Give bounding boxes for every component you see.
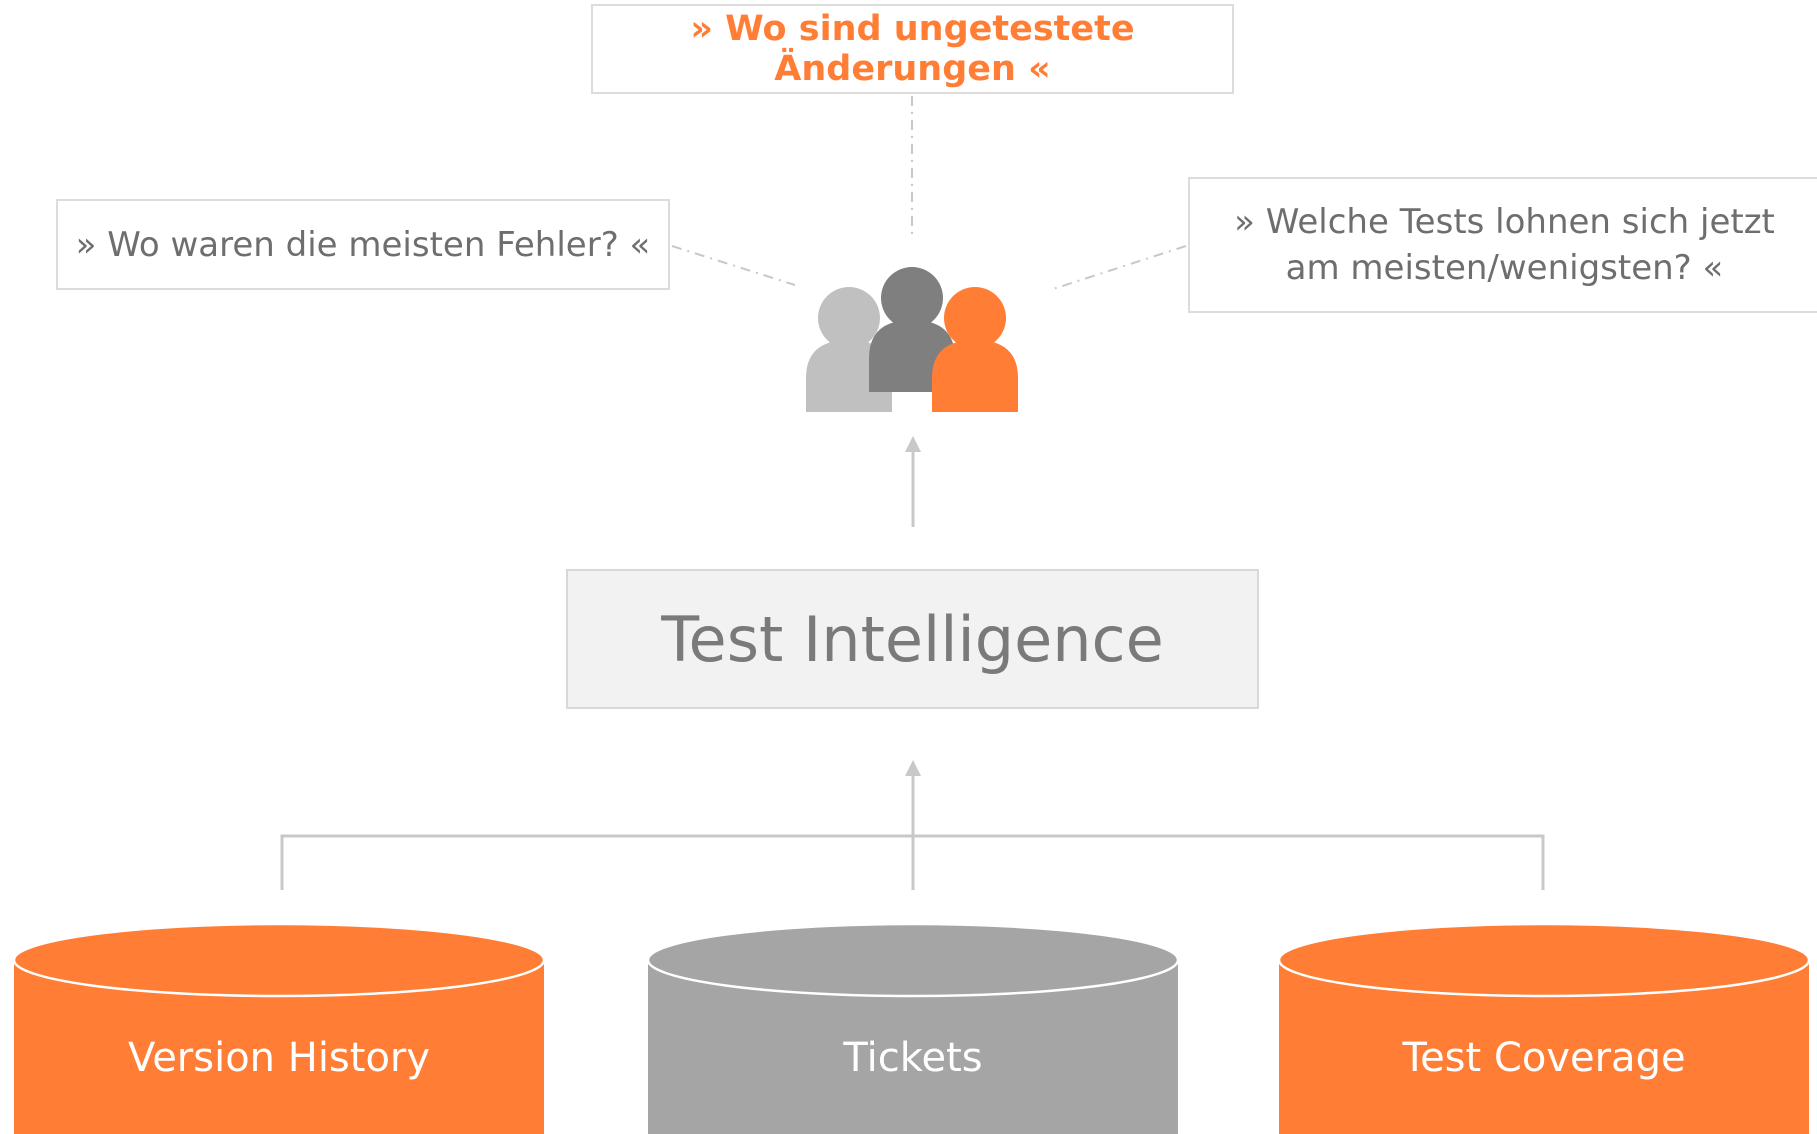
person-orange-body-icon xyxy=(932,340,1018,412)
database-version-history-icon xyxy=(12,922,546,1134)
test-intelligence-box: Test Intelligence xyxy=(566,569,1259,709)
question-most-errors: » Wo waren die meisten Fehler? « xyxy=(56,199,670,290)
people-group-icon xyxy=(806,267,1018,412)
database-tickets-label: Tickets xyxy=(843,1035,983,1081)
question-tests-worth: » Welche Tests lohnen sich jetzt am meis… xyxy=(1188,177,1817,313)
question-untested-changes-text: » Wo sind ungetestete Änderungen « xyxy=(690,9,1135,89)
database-tickets-icon xyxy=(646,922,1180,1134)
database-test-coverage-label: Test Coverage xyxy=(1402,1035,1686,1081)
question-tests-worth-text: » Welche Tests lohnen sich jetzt am meis… xyxy=(1234,202,1775,288)
database-test-coverage-icon xyxy=(1277,922,1811,1134)
arrow-up-upper-head-icon xyxy=(905,436,921,452)
dash-line-left xyxy=(671,245,796,286)
person-orange-head-icon xyxy=(944,287,1006,349)
question-most-errors-text: » Wo waren die meisten Fehler? « xyxy=(75,224,651,265)
dash-line-right xyxy=(1049,245,1187,291)
person-dark-head-icon xyxy=(881,267,943,329)
test-intelligence-label: Test Intelligence xyxy=(661,602,1164,676)
arrow-up-lower-head-icon xyxy=(905,760,921,776)
database-version-history-label: Version History xyxy=(127,1035,431,1081)
question-untested-changes: » Wo sind ungetestete Änderungen « xyxy=(591,4,1234,94)
database-bracket-line xyxy=(280,834,1545,890)
person-light-head-icon xyxy=(818,287,880,349)
